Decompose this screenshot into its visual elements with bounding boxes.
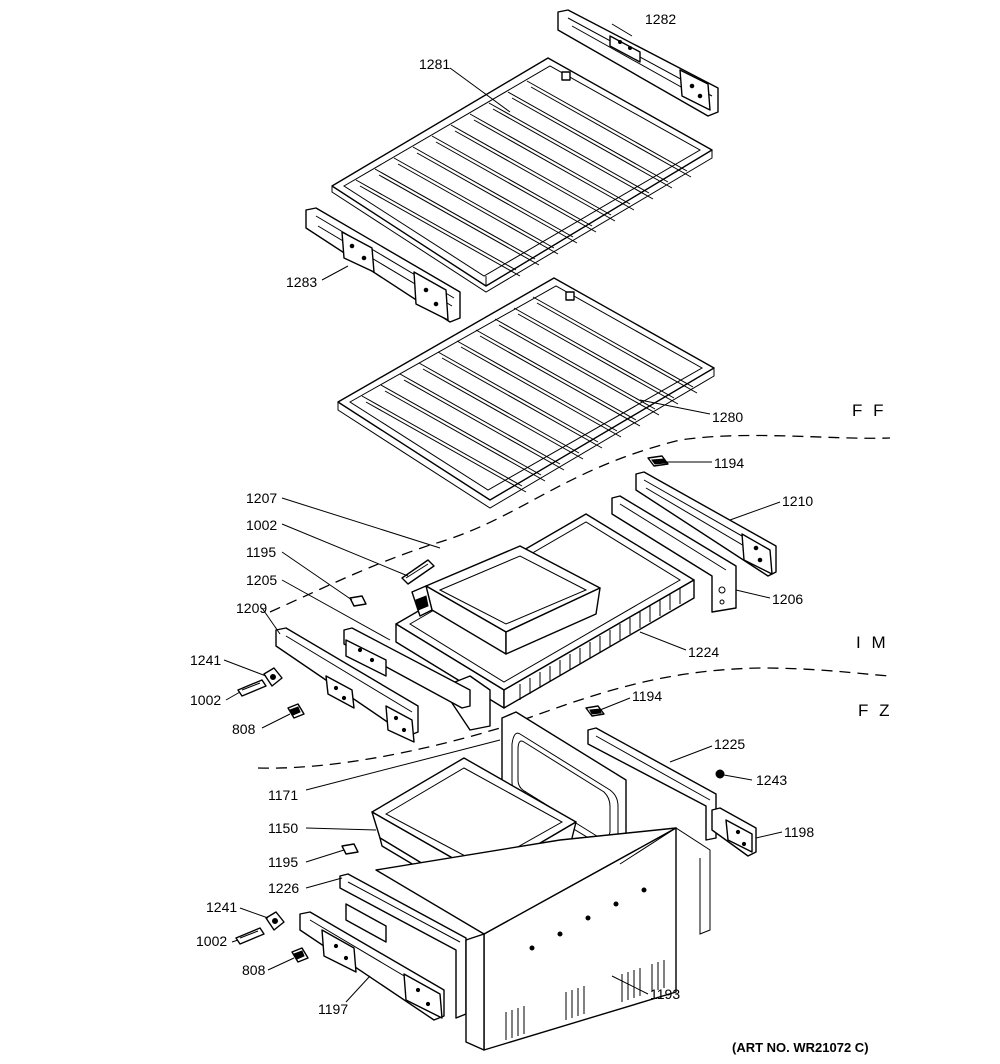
- drawer-1207: [411, 545, 601, 655]
- part-label-1210: 1210: [782, 493, 813, 509]
- part-label-1207: 1207: [246, 490, 277, 506]
- part-label-1281: 1281: [419, 56, 450, 72]
- part-label-808-im: 808: [232, 721, 256, 737]
- bracket-1206: [611, 495, 737, 613]
- part-labels: 1282 1281 1283 1280 1194 1207 1210 1002 …: [190, 11, 814, 1017]
- part-label-1282: 1282: [645, 11, 676, 27]
- part-label-1225: 1225: [714, 736, 745, 752]
- part-label-1195-fz: 1195: [268, 854, 298, 870]
- slide-1197: [299, 911, 445, 1021]
- part-label-1241-fz: 1241: [206, 899, 237, 915]
- part-label-1194-lower: 1194: [632, 688, 662, 704]
- part-label-1150: 1150: [268, 820, 298, 836]
- cap-1241-fz: [265, 911, 285, 931]
- part-label-1198: 1198: [784, 824, 814, 840]
- slide-1210: [635, 471, 777, 577]
- part-label-1002-im: 1002: [246, 517, 277, 533]
- frame-1226: [339, 873, 467, 1019]
- zone-label-ff: F F: [852, 401, 887, 420]
- cap-1241-im: [263, 667, 283, 687]
- part-label-1205: 1205: [246, 572, 277, 588]
- rail-1282: [557, 9, 719, 117]
- stop-808-im: [287, 703, 305, 719]
- clip-1195-fz: [341, 843, 359, 855]
- part-label-1209: 1209: [236, 600, 267, 616]
- clip-1195-im: [349, 595, 367, 607]
- leader-lines: [223, 23, 783, 1003]
- handle-1002-im: [401, 559, 435, 585]
- ff-im-divider: [269, 434, 891, 613]
- clip-1194-lower: [585, 705, 605, 717]
- part-label-1280: 1280: [712, 409, 743, 425]
- part-label-1002-im-left: 1002: [190, 692, 221, 708]
- clip-1194-upper: [647, 455, 669, 467]
- handle-1002-im-left: [237, 679, 267, 697]
- art-number: (ART NO. WR21072 C): [732, 1040, 869, 1055]
- basket-1193: [375, 827, 711, 1051]
- zone-label-fz: F Z: [858, 701, 893, 720]
- part-label-1002-fz: 1002: [196, 933, 227, 949]
- part-label-1241-im: 1241: [190, 652, 221, 668]
- cover-1225: [587, 727, 717, 841]
- shelf-1281: [331, 57, 713, 293]
- bracket-1205: [343, 627, 471, 709]
- part-label-1226: 1226: [268, 880, 299, 896]
- im-fz-divider: [257, 667, 891, 769]
- part-label-1283: 1283: [286, 274, 317, 290]
- part-label-1197: 1197: [318, 1001, 348, 1017]
- part-label-1243: 1243: [756, 772, 787, 788]
- part-label-808-fz: 808: [242, 962, 266, 978]
- stop-808-fz: [291, 947, 309, 963]
- zone-label-im: I M: [856, 633, 889, 652]
- part-label-1224: 1224: [688, 644, 719, 660]
- handle-1002-fz: [235, 927, 265, 945]
- shelf-1280: [337, 277, 715, 509]
- part-label-1171: 1171: [268, 787, 298, 803]
- part-label-1195-im: 1195: [246, 544, 276, 560]
- part-label-1206: 1206: [772, 591, 803, 607]
- part-label-1193: 1193: [650, 986, 680, 1002]
- slide-1198: [711, 807, 757, 857]
- rail-1283: [305, 207, 461, 323]
- screw-1243: [715, 769, 725, 779]
- slide-1209: [275, 627, 419, 743]
- part-label-1194-upper: 1194: [714, 455, 744, 471]
